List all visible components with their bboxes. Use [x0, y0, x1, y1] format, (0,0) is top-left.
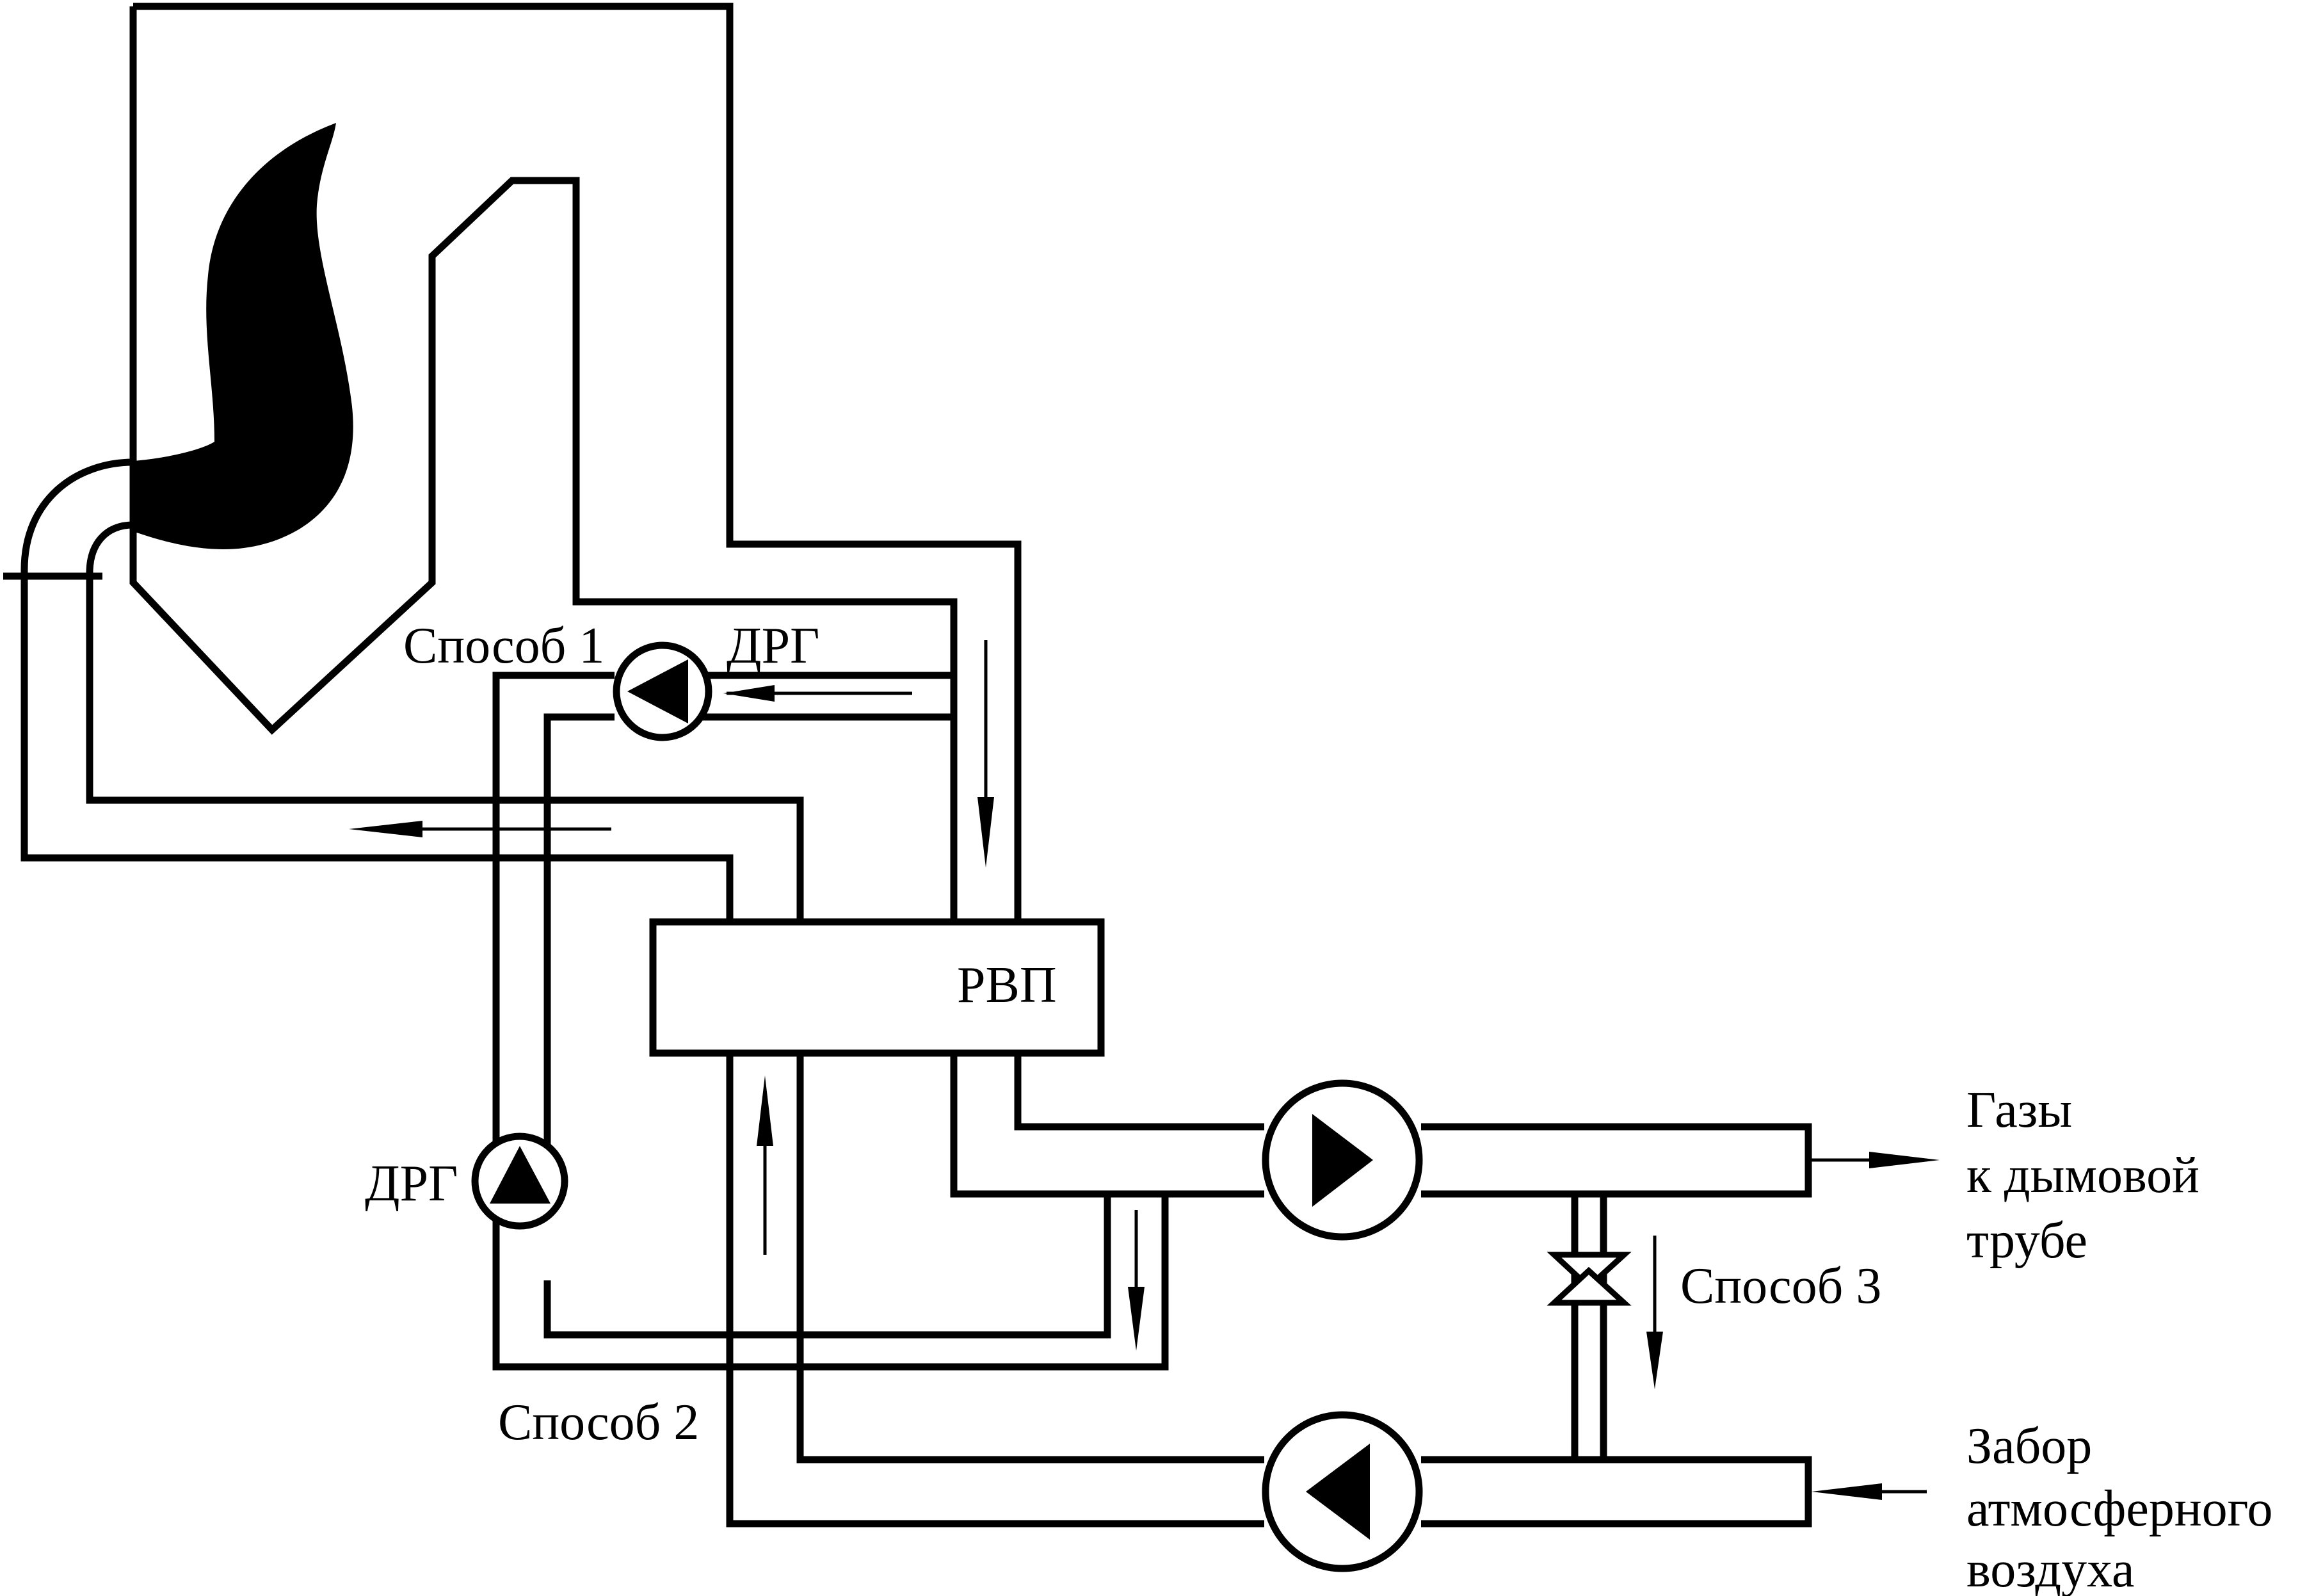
air-in-label-2: атмосферного — [1966, 1481, 2272, 1537]
gas-out-label-2: к дымовой — [1966, 1147, 2199, 1204]
air-in-label-1: Забор — [1966, 1418, 2092, 1474]
arrow-icon — [723, 685, 775, 702]
drg-top-label: ДРГ — [727, 618, 819, 674]
burner-pipe-inner — [86, 521, 804, 922]
fan-icon — [1262, 1411, 1423, 1572]
fan-icon — [613, 641, 712, 741]
arrow-icon — [977, 797, 994, 867]
air-in-label-3: воздуха — [1966, 1542, 2135, 1596]
arrow-icon — [1128, 1287, 1145, 1351]
burner-pipe-outer — [20, 458, 734, 922]
gas-out-label-1: Газы — [1966, 1082, 2072, 1138]
rvp-block — [649, 918, 1105, 1057]
recirc-line-1-top — [492, 672, 1169, 1371]
method3-label: Способ 3 — [1680, 1258, 1881, 1314]
fan-icon — [471, 1133, 568, 1230]
arrow-icon — [1869, 1152, 1940, 1168]
arrow-icon — [1812, 1483, 1882, 1500]
method2-label: Способ 2 — [498, 1394, 699, 1451]
flame-icon — [133, 123, 353, 549]
arrow-icon — [349, 821, 422, 837]
recirc-line-1-bottom — [543, 713, 1111, 1339]
gas-out-label-3: трубе — [1966, 1213, 2087, 1269]
arrow-icon — [757, 1076, 773, 1146]
drg-left-label: ДРГ — [365, 1156, 458, 1212]
air-duct — [726, 1053, 1812, 1527]
arrow-icon — [1646, 1332, 1663, 1389]
boiler-casing — [129, 3, 1022, 922]
fan-icon — [1262, 1079, 1423, 1241]
gas-duct — [950, 1053, 1812, 1198]
method1-label: Способ 1 — [403, 618, 604, 674]
bypass-pipe — [1571, 1194, 1607, 1460]
valve-icon — [1547, 1252, 1632, 1306]
rvp-label: РВП — [957, 957, 1057, 1013]
